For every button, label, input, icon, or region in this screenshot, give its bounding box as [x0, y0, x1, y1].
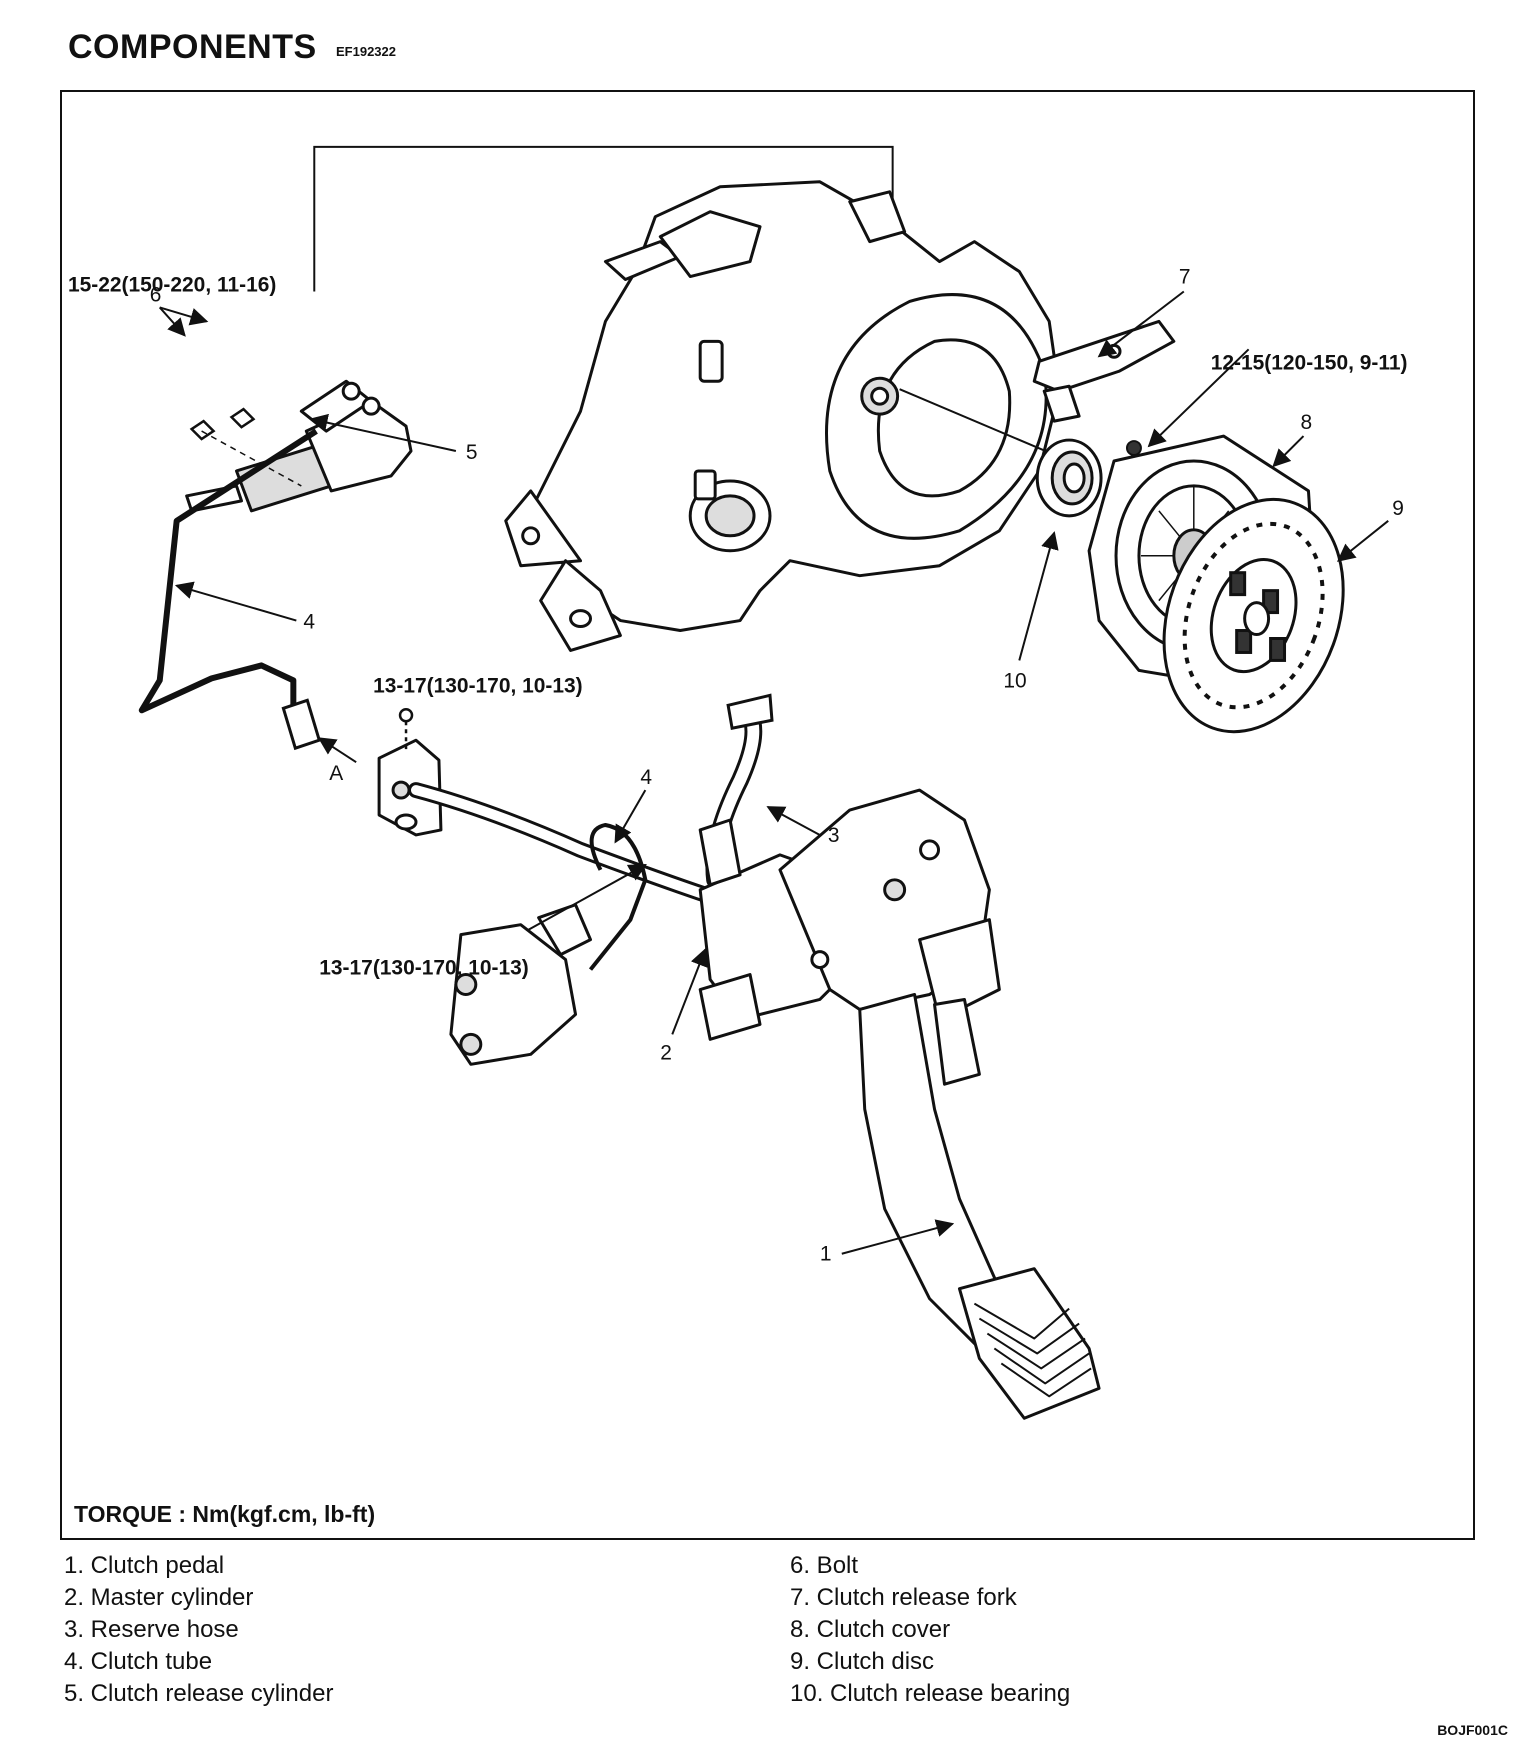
clutch-release-fork: [1032, 319, 1176, 423]
page-title: COMPONENTS: [68, 28, 317, 66]
torque-label-release-cylinder: 15-22(150-220, 11-16): [68, 273, 276, 296]
callout-8: 8: [1300, 411, 1312, 434]
hose-clamp: [726, 693, 774, 731]
callout-4-lower: 4: [640, 766, 652, 789]
bracket-bolt: [398, 708, 414, 751]
master-cylinder-assembly: [698, 788, 1001, 1041]
clutch-release-bearing: [1035, 438, 1103, 518]
legend-item: 5. Clutch release cylinder: [64, 1680, 334, 1707]
parts-legend-right: 6. Bolt 7. Clutch release fork 8. Clutch…: [790, 1550, 1070, 1710]
callout-2: 2: [660, 1041, 672, 1064]
torque-label-release-fork: 12-15(120-150, 9-11): [1211, 351, 1408, 374]
legend-item: 3. Reserve hose: [64, 1616, 239, 1643]
tube-loop: [588, 822, 648, 971]
legend-item: 9. Clutch disc: [790, 1648, 935, 1675]
document-code: EF192322: [336, 44, 396, 59]
legend-item: 1. Clutch pedal: [64, 1552, 225, 1579]
callout-5: 5: [466, 441, 478, 464]
torque-label-master-cylinder: 13-17(130-170, 10-13): [319, 957, 529, 980]
legend-item: 8. Clutch cover: [790, 1616, 951, 1643]
input-shaft-line: [899, 388, 1070, 462]
callout-6: 6: [150, 283, 162, 306]
callout-9: 9: [1392, 497, 1404, 520]
callout-4-upper: 4: [303, 611, 315, 634]
callout-3: 3: [828, 824, 840, 847]
bolt-dash-line: [201, 430, 302, 487]
bracket-line: [313, 145, 894, 292]
parts-legend-left: 1. Clutch pedal 2. Master cylinder 3. Re…: [64, 1550, 333, 1710]
transaxle: [504, 180, 1061, 652]
legend-item: 2. Master cylinder: [64, 1584, 254, 1611]
torque-label-bracket: 13-17(130-170, 10-13): [373, 674, 583, 697]
legend-item: 4. Clutch tube: [64, 1648, 213, 1675]
clutch-disc: [1162, 497, 1345, 734]
fork-bolt: [1125, 440, 1142, 457]
torque-unit-note: TORQUE : Nm(kgf.cm, lb-ft): [74, 1501, 376, 1527]
callout-7: 7: [1179, 266, 1191, 289]
callout-A: A: [329, 762, 343, 785]
pedal-mount-bracket: [449, 903, 592, 1066]
clutch-pedal: [858, 992, 1101, 1420]
tube-fitting: [281, 698, 322, 751]
bolts: [189, 407, 256, 441]
diagram-frame: 6 5 4 A 7 8 9 10 3 4 2 1 15-22(150-220, …: [60, 90, 1475, 1540]
clutch-tube-upper: [138, 428, 318, 714]
clutch-components-diagram: 6 5 4 A 7 8 9 10 3 4 2 1 15-22(150-220, …: [68, 145, 1408, 1420]
leader-arrows: [158, 290, 1389, 1255]
legend-item: 6. Bolt: [790, 1552, 859, 1579]
callout-1: 1: [820, 1243, 832, 1266]
callout-10: 10: [1003, 669, 1026, 692]
legend-item: 7. Clutch release fork: [790, 1584, 1017, 1611]
figure-reference-code: BOJF001C: [1437, 1722, 1508, 1738]
legend-item: 10. Clutch release bearing: [790, 1680, 1071, 1707]
